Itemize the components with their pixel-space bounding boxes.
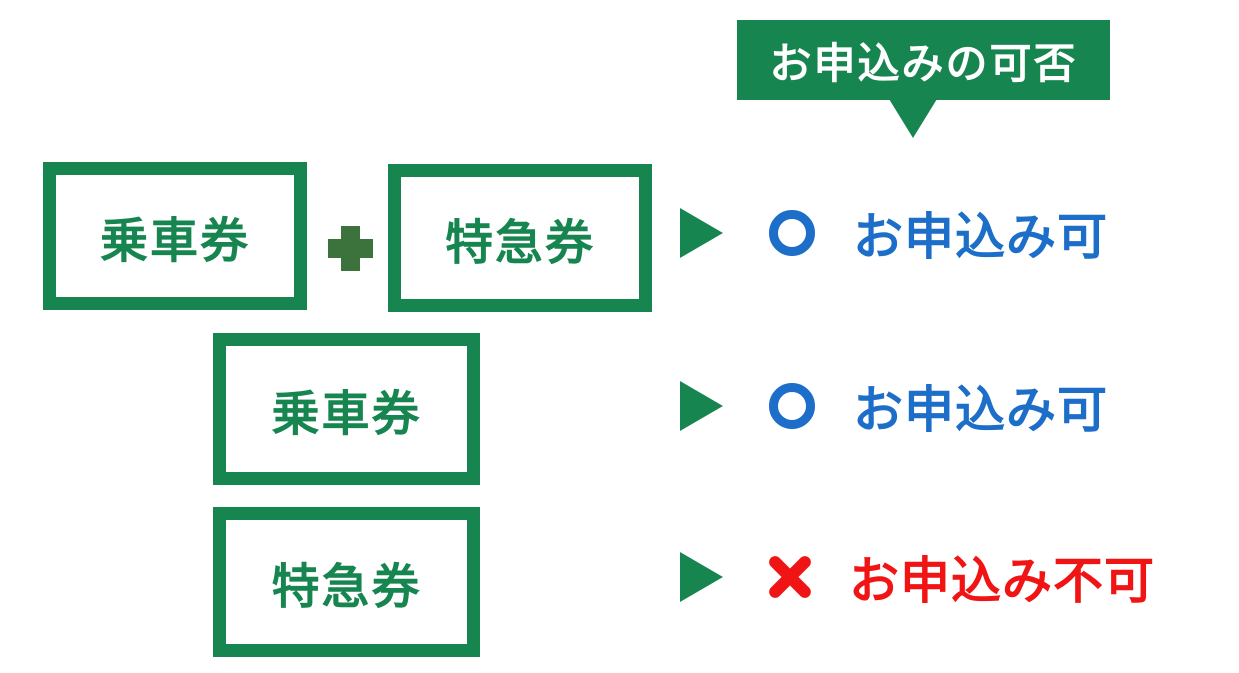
status-label-cannot-apply: お申込み不可 [849, 553, 1155, 609]
status-label-can-apply: お申込み可 [853, 209, 1108, 265]
availability-badge: お申込みの可否 [737, 20, 1110, 100]
ticket-box-express: 特急券 [213, 507, 480, 657]
plus-vertical-bar [341, 226, 360, 271]
ticket-box-basic-fare: 乗車券 [213, 333, 480, 485]
plus-icon [328, 226, 373, 271]
status-label-can-apply: お申込み可 [853, 382, 1108, 438]
result-row-2: お申込み可 [680, 376, 1108, 438]
circle-ok-icon [769, 210, 815, 256]
result-row-3: お申込み不可 [680, 547, 1155, 609]
arrow-right-icon [680, 208, 723, 258]
ticket-box-basic-fare: 乗車券 [43, 162, 307, 310]
circle-ok-icon [769, 383, 815, 429]
result-row-1: お申込み可 [680, 203, 1108, 265]
badge-pointer-triangle-icon [889, 99, 937, 138]
arrow-right-icon [680, 552, 723, 602]
arrow-right-icon [680, 381, 723, 431]
cross-ng-icon [766, 553, 814, 601]
ticket-box-express: 特急券 [388, 164, 652, 312]
